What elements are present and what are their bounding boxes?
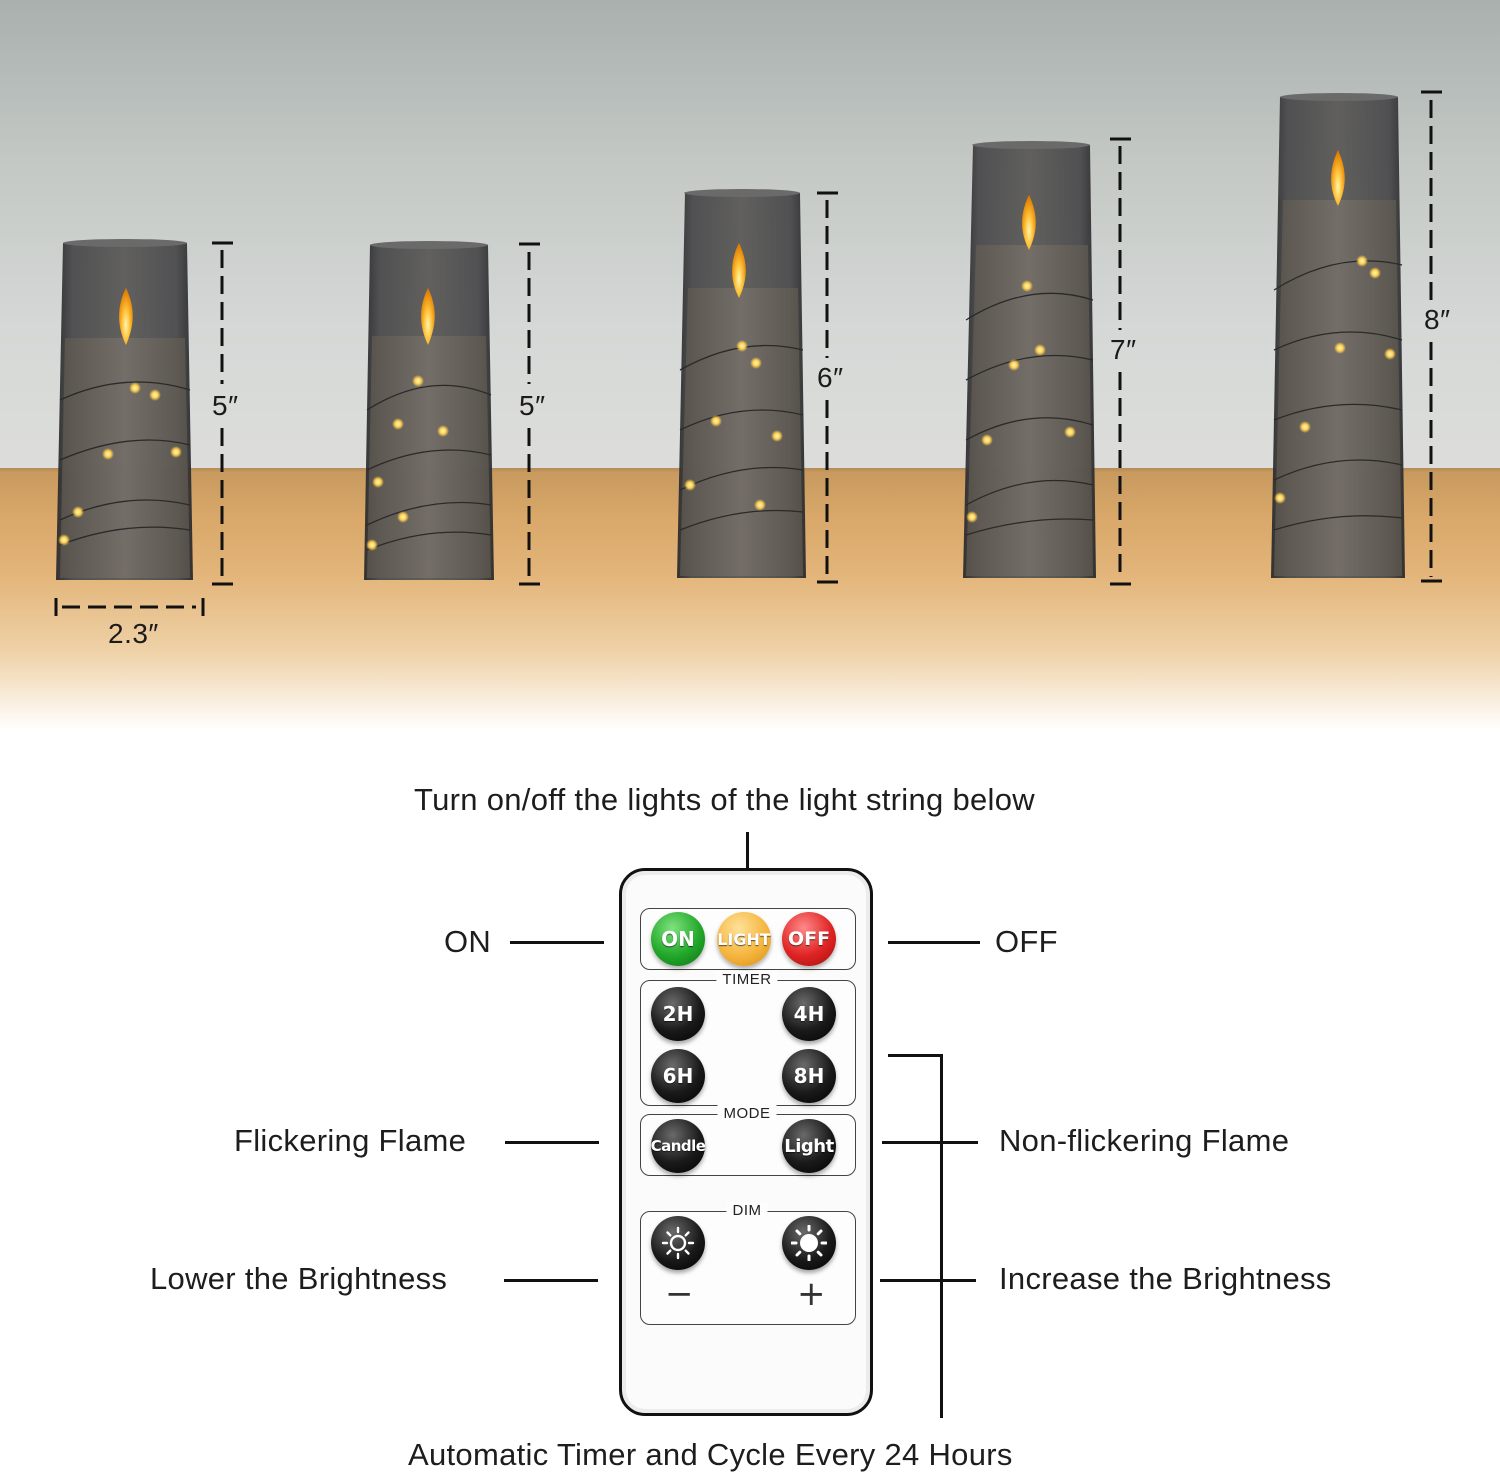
flicker-leader <box>505 1141 599 1144</box>
height-label-4: 7″ <box>1110 334 1137 365</box>
timer-6h-button[interactable]: 6H <box>651 1049 705 1103</box>
dim-title: DIM <box>726 1202 768 1219</box>
sun-outline-icon <box>661 1226 695 1260</box>
dim-down-button[interactable] <box>651 1216 705 1270</box>
non-flicker-annotation: Non-flickering Flame <box>999 1123 1290 1158</box>
candle-2 <box>364 241 494 580</box>
candle-1 <box>56 239 193 580</box>
lower-leader <box>504 1279 598 1282</box>
dim-plus-symbol: + <box>797 1274 826 1314</box>
candle-mode-button[interactable]: Candle <box>651 1119 706 1173</box>
off-annotation: OFF <box>995 924 1058 959</box>
candle-5 <box>1271 93 1405 578</box>
light-string-leader <box>746 832 749 894</box>
light-string-annotation: Turn on/off the lights of the light stri… <box>414 782 1035 817</box>
height-label-5: 8″ <box>1424 304 1451 335</box>
candles-illustration <box>54 90 1442 616</box>
off-button[interactable]: OFF <box>782 912 836 966</box>
power-panel: ON LIGHT OFF <box>640 908 856 970</box>
on-leader <box>510 941 604 944</box>
dim-panel: DIM − <box>640 1202 856 1325</box>
on-button[interactable]: ON <box>651 912 705 966</box>
timer-8h-button[interactable]: 8H <box>782 1049 836 1103</box>
timer-leader-vertical <box>940 1054 943 1418</box>
timer-title: TIMER <box>716 971 778 988</box>
candle-4 <box>963 141 1096 578</box>
light-mode-button[interactable]: Light <box>782 1119 836 1173</box>
timer-leader-top <box>888 1054 942 1057</box>
light-string-button[interactable]: LIGHT <box>717 912 771 966</box>
dimension-lines <box>54 90 1442 616</box>
flicker-annotation: Flickering Flame <box>234 1123 467 1158</box>
dim-minus-symbol: − <box>665 1274 694 1314</box>
mode-panel: MODE Candle Light <box>640 1105 856 1176</box>
timer-4h-button[interactable]: 4H <box>782 987 836 1041</box>
remote-control: ON LIGHT OFF TIMER 2H 4H 6H 8H MODE Cand… <box>619 868 873 1416</box>
on-annotation: ON <box>444 924 492 959</box>
height-label-2: 5″ <box>519 390 546 421</box>
mode-title: MODE <box>717 1105 777 1122</box>
off-leader <box>888 941 980 944</box>
dim-up-button[interactable] <box>782 1216 836 1270</box>
product-photo: 5″ 5″ 6″ 7″ 8″ 2.3″ <box>0 0 1500 730</box>
height-label-1: 5″ <box>212 390 239 421</box>
lower-brightness-annotation: Lower the Brightness <box>150 1261 448 1296</box>
timer-cycle-annotation: Automatic Timer and Cycle Every 24 Hours <box>408 1437 1013 1472</box>
diameter-label: 2.3″ <box>108 618 159 649</box>
increase-leader <box>880 1279 976 1282</box>
candle-3 <box>677 189 806 578</box>
height-label-3: 6″ <box>817 362 844 393</box>
increase-brightness-annotation: Increase the Brightness <box>999 1261 1332 1296</box>
sun-filled-icon <box>791 1225 827 1261</box>
non-flicker-leader <box>882 1141 978 1144</box>
timer-panel: TIMER 2H 4H 6H 8H <box>640 971 856 1106</box>
timer-2h-button[interactable]: 2H <box>651 987 705 1041</box>
